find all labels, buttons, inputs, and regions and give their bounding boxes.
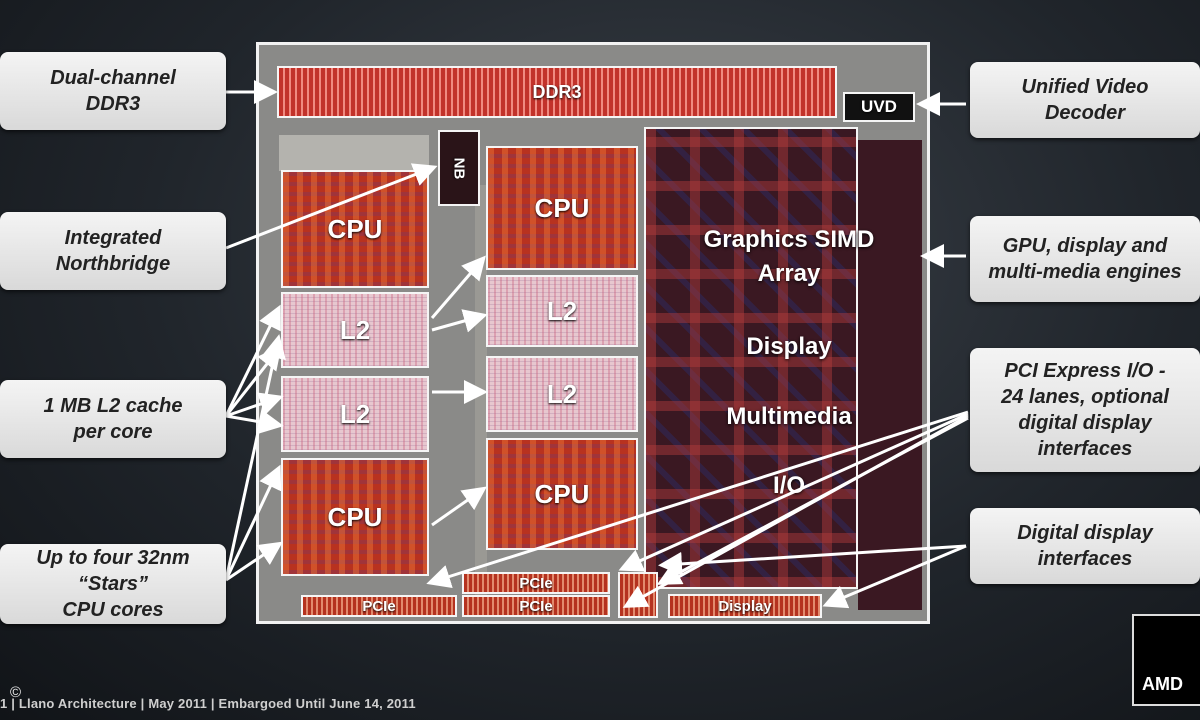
- gpu-extension: [858, 140, 922, 610]
- callout-l2-cache: 1 MB L2 cache per core: [0, 380, 226, 458]
- die-misc-block: [279, 135, 429, 171]
- callout-gpu: GPU, display and multi-media engines: [970, 216, 1200, 302]
- l2-label: L2: [546, 295, 578, 326]
- pcie-block-2: PCIe: [301, 595, 457, 617]
- callout-digital-display: Digital display interfaces: [970, 508, 1200, 584]
- l2-block-2: L2: [281, 376, 429, 452]
- l2-label: L2: [339, 314, 371, 345]
- cpu-label: CPU: [327, 213, 383, 244]
- callout-uvd: Unified Video Decoder: [970, 62, 1200, 138]
- pcie-block-3: PCIe: [462, 595, 610, 617]
- cpu-block-top-right: CPU: [486, 146, 638, 270]
- ddr3-block: DDR3: [277, 66, 837, 118]
- pcie-label: PCIe: [519, 574, 553, 592]
- uvd-block-label: UVD: [861, 97, 897, 116]
- callout-pcie: PCI Express I/O - 24 lanes, optional dig…: [970, 348, 1200, 472]
- footer-text: 1 | Llano Architecture | May 2011 | Emba…: [0, 696, 416, 711]
- copyright-mark: ©: [10, 684, 22, 701]
- callout-cpu-cores: Up to four 32nm “Stars” CPU cores: [0, 544, 226, 624]
- display-block-label: Display: [718, 597, 772, 615]
- pcie-label: PCIe: [362, 597, 396, 615]
- uvd-block: UVD: [843, 92, 915, 122]
- nb-block-label: NB: [450, 157, 468, 179]
- gpu-label-1: Graphics SIMD: [703, 226, 875, 253]
- callout-northbridge: Integrated Northbridge: [0, 212, 226, 290]
- l2-label: L2: [546, 378, 578, 409]
- l2-block-4: L2: [486, 356, 638, 432]
- cpu-label: CPU: [534, 478, 590, 509]
- ddr3-block-label: DDR3: [532, 81, 582, 102]
- cpu-block-bottom-right: CPU: [486, 438, 638, 550]
- gpu-label-2: Array: [757, 260, 821, 287]
- gpu-label-display: Display: [746, 333, 832, 360]
- gpu-label-io: I/O: [772, 472, 805, 499]
- northbridge-block: NB: [438, 130, 480, 206]
- display-block: Display: [668, 594, 822, 618]
- small-io-block: [618, 572, 658, 618]
- pcie-label: PCIe: [519, 597, 553, 615]
- gpu-label-multimedia: Multimedia: [726, 403, 852, 430]
- l2-block-1: L2: [281, 292, 429, 368]
- l2-label: L2: [339, 398, 371, 429]
- amd-logo: AMD: [1142, 674, 1183, 694]
- cpu-block-bottom-left: CPU: [281, 458, 429, 576]
- callout-ddr3: Dual-channel DDR3: [0, 52, 226, 130]
- amd-logo-box: [1132, 614, 1200, 706]
- cpu-label: CPU: [327, 501, 383, 532]
- l2-block-3: L2: [486, 275, 638, 347]
- cpu-label: CPU: [534, 192, 590, 223]
- pcie-block-1: PCIe: [462, 572, 610, 594]
- cpu-block-top-left: CPU: [281, 170, 429, 288]
